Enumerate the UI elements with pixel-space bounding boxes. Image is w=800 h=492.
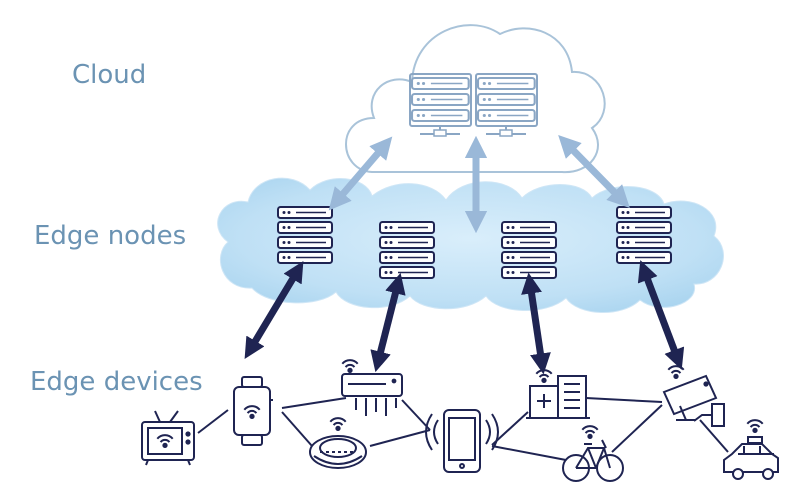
edge-cloud-shape bbox=[217, 177, 724, 313]
air-conditioner-icon bbox=[341, 359, 403, 416]
cloud-label: Cloud bbox=[72, 60, 147, 90]
cloud-edge-arrow-right bbox=[558, 135, 630, 208]
edge-device-arrow-2 bbox=[370, 272, 406, 373]
security-camera-icon bbox=[662, 365, 725, 427]
edge-device-arrow-4 bbox=[637, 260, 685, 370]
robot-vacuum-icon bbox=[309, 417, 367, 469]
smartwatch-icon bbox=[233, 376, 273, 446]
edge-device-arrow-3 bbox=[521, 272, 551, 375]
television-icon bbox=[141, 410, 195, 466]
smartphone-icon bbox=[425, 409, 499, 473]
edge-nodes-label: Edge nodes bbox=[34, 221, 187, 251]
edge-devices-label: Edge devices bbox=[30, 367, 203, 397]
cloud-server-rack-right bbox=[475, 73, 538, 137]
device-links bbox=[197, 397, 729, 461]
cloud-edge-arrow-left bbox=[328, 136, 393, 211]
edge-device-arrow-1 bbox=[244, 260, 304, 360]
taxi-icon bbox=[723, 419, 779, 480]
bicycle-icon bbox=[562, 425, 624, 482]
hospital-icon bbox=[526, 369, 590, 419]
cloud-server-rack-left bbox=[409, 73, 472, 137]
